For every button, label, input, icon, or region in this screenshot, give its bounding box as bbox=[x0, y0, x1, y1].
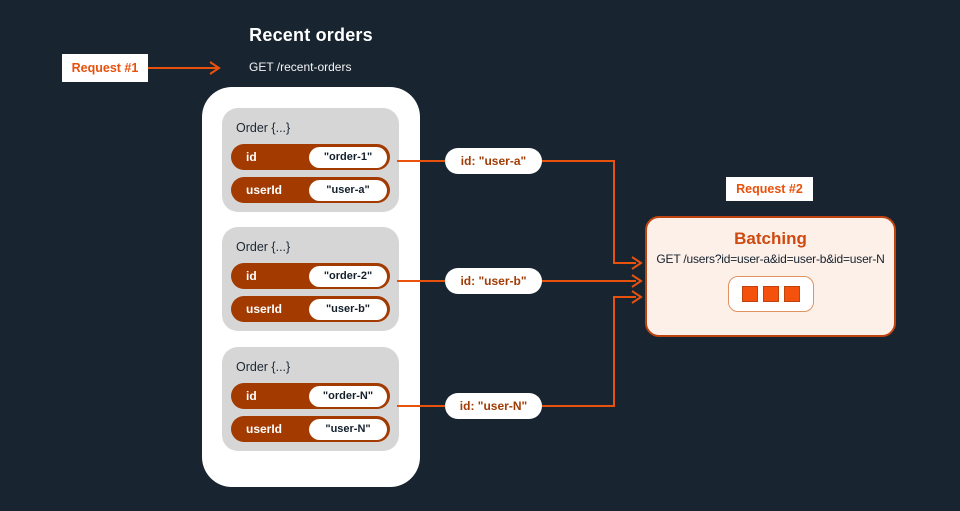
order-type-label: Order {...} bbox=[236, 360, 291, 374]
field-key: userId bbox=[246, 183, 283, 197]
order-card: Order {...} id "order-2" userId "user-b" bbox=[222, 227, 399, 331]
batch-item-square-icon bbox=[783, 286, 800, 302]
order-field-userid: userId "user-a" bbox=[231, 177, 390, 203]
field-value: "order-N" bbox=[309, 385, 387, 407]
arrowhead-user-a bbox=[631, 256, 643, 270]
batching-request-line: GET /users?id=user-a&id=user-b&id=user-N bbox=[656, 252, 885, 266]
batch-queue-icon bbox=[727, 276, 814, 312]
request2-tag: Request #2 bbox=[726, 177, 813, 201]
field-value: "user-a" bbox=[309, 179, 387, 201]
batching-box: Batching GET /users?id=user-a&id=user-b&… bbox=[645, 216, 896, 337]
order-field-id: id "order-N" bbox=[231, 383, 390, 409]
field-key: userId bbox=[246, 422, 283, 436]
order-type-label: Order {...} bbox=[236, 121, 291, 135]
batching-title: Batching bbox=[734, 229, 807, 248]
field-value: "order-1" bbox=[309, 146, 387, 168]
field-value: "order-2" bbox=[309, 265, 387, 287]
connector-user-n bbox=[397, 296, 636, 407]
request1-tag: Request #1 bbox=[62, 54, 148, 82]
field-key: id bbox=[246, 150, 257, 164]
order-card: Order {...} id "order-N" userId "user-N" bbox=[222, 347, 399, 451]
arrowhead-user-b bbox=[631, 274, 643, 288]
field-value: "user-N" bbox=[309, 418, 387, 440]
arrowhead-user-n bbox=[631, 290, 643, 304]
extracted-id-pill: id: "user-N" bbox=[445, 393, 542, 419]
recent-orders-endpoint: GET /recent-orders bbox=[249, 60, 352, 74]
field-key: userId bbox=[246, 302, 283, 316]
field-key: id bbox=[246, 269, 257, 283]
order-type-label: Order {...} bbox=[236, 240, 291, 254]
extracted-id-pill: id: "user-a" bbox=[445, 148, 542, 174]
field-value: "user-b" bbox=[309, 298, 387, 320]
extracted-id-pill: id: "user-b" bbox=[445, 268, 542, 294]
order-field-id: id "order-1" bbox=[231, 144, 390, 170]
arrowhead-request1 bbox=[209, 61, 221, 75]
order-card: Order {...} id "order-1" userId "user-a" bbox=[222, 108, 399, 212]
recent-orders-title: Recent orders bbox=[249, 25, 373, 45]
order-field-id: id "order-2" bbox=[231, 263, 390, 289]
batch-item-square-icon bbox=[741, 286, 758, 302]
batch-item-square-icon bbox=[762, 286, 779, 302]
order-field-userid: userId "user-b" bbox=[231, 296, 390, 322]
connector-user-a bbox=[397, 160, 636, 264]
order-field-userid: userId "user-N" bbox=[231, 416, 390, 442]
field-key: id bbox=[246, 389, 257, 403]
